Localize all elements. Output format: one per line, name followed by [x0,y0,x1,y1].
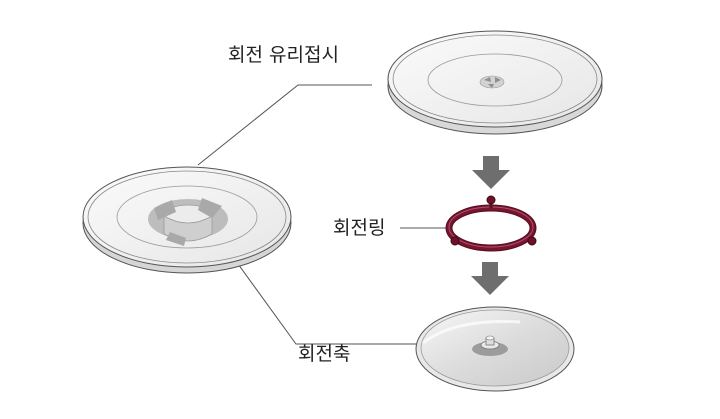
shaft-icon [472,335,508,356]
label-ring: 회전링 [333,217,386,239]
rotating-shaft-base [415,306,575,392]
leader-lines [197,84,474,345]
glass-plate [387,30,603,135]
assembled-turntable [82,166,292,274]
center-hub-icon [148,198,228,246]
arrow-down-icon [471,262,509,295]
ring-spoke-2 [450,236,460,246]
glass-plate-hub-icon [479,75,505,89]
label-glass-plate: 회전 유리접시 [228,44,339,66]
ring-spoke-1 [486,195,496,208]
ring-spoke-3 [527,236,537,246]
arrow-down-icon [472,156,510,189]
label-shaft: 회전축 [298,343,351,365]
leader-line-shaft [224,245,474,345]
rotating-ring [445,195,537,252]
leader-line-glass-plate [197,84,372,166]
